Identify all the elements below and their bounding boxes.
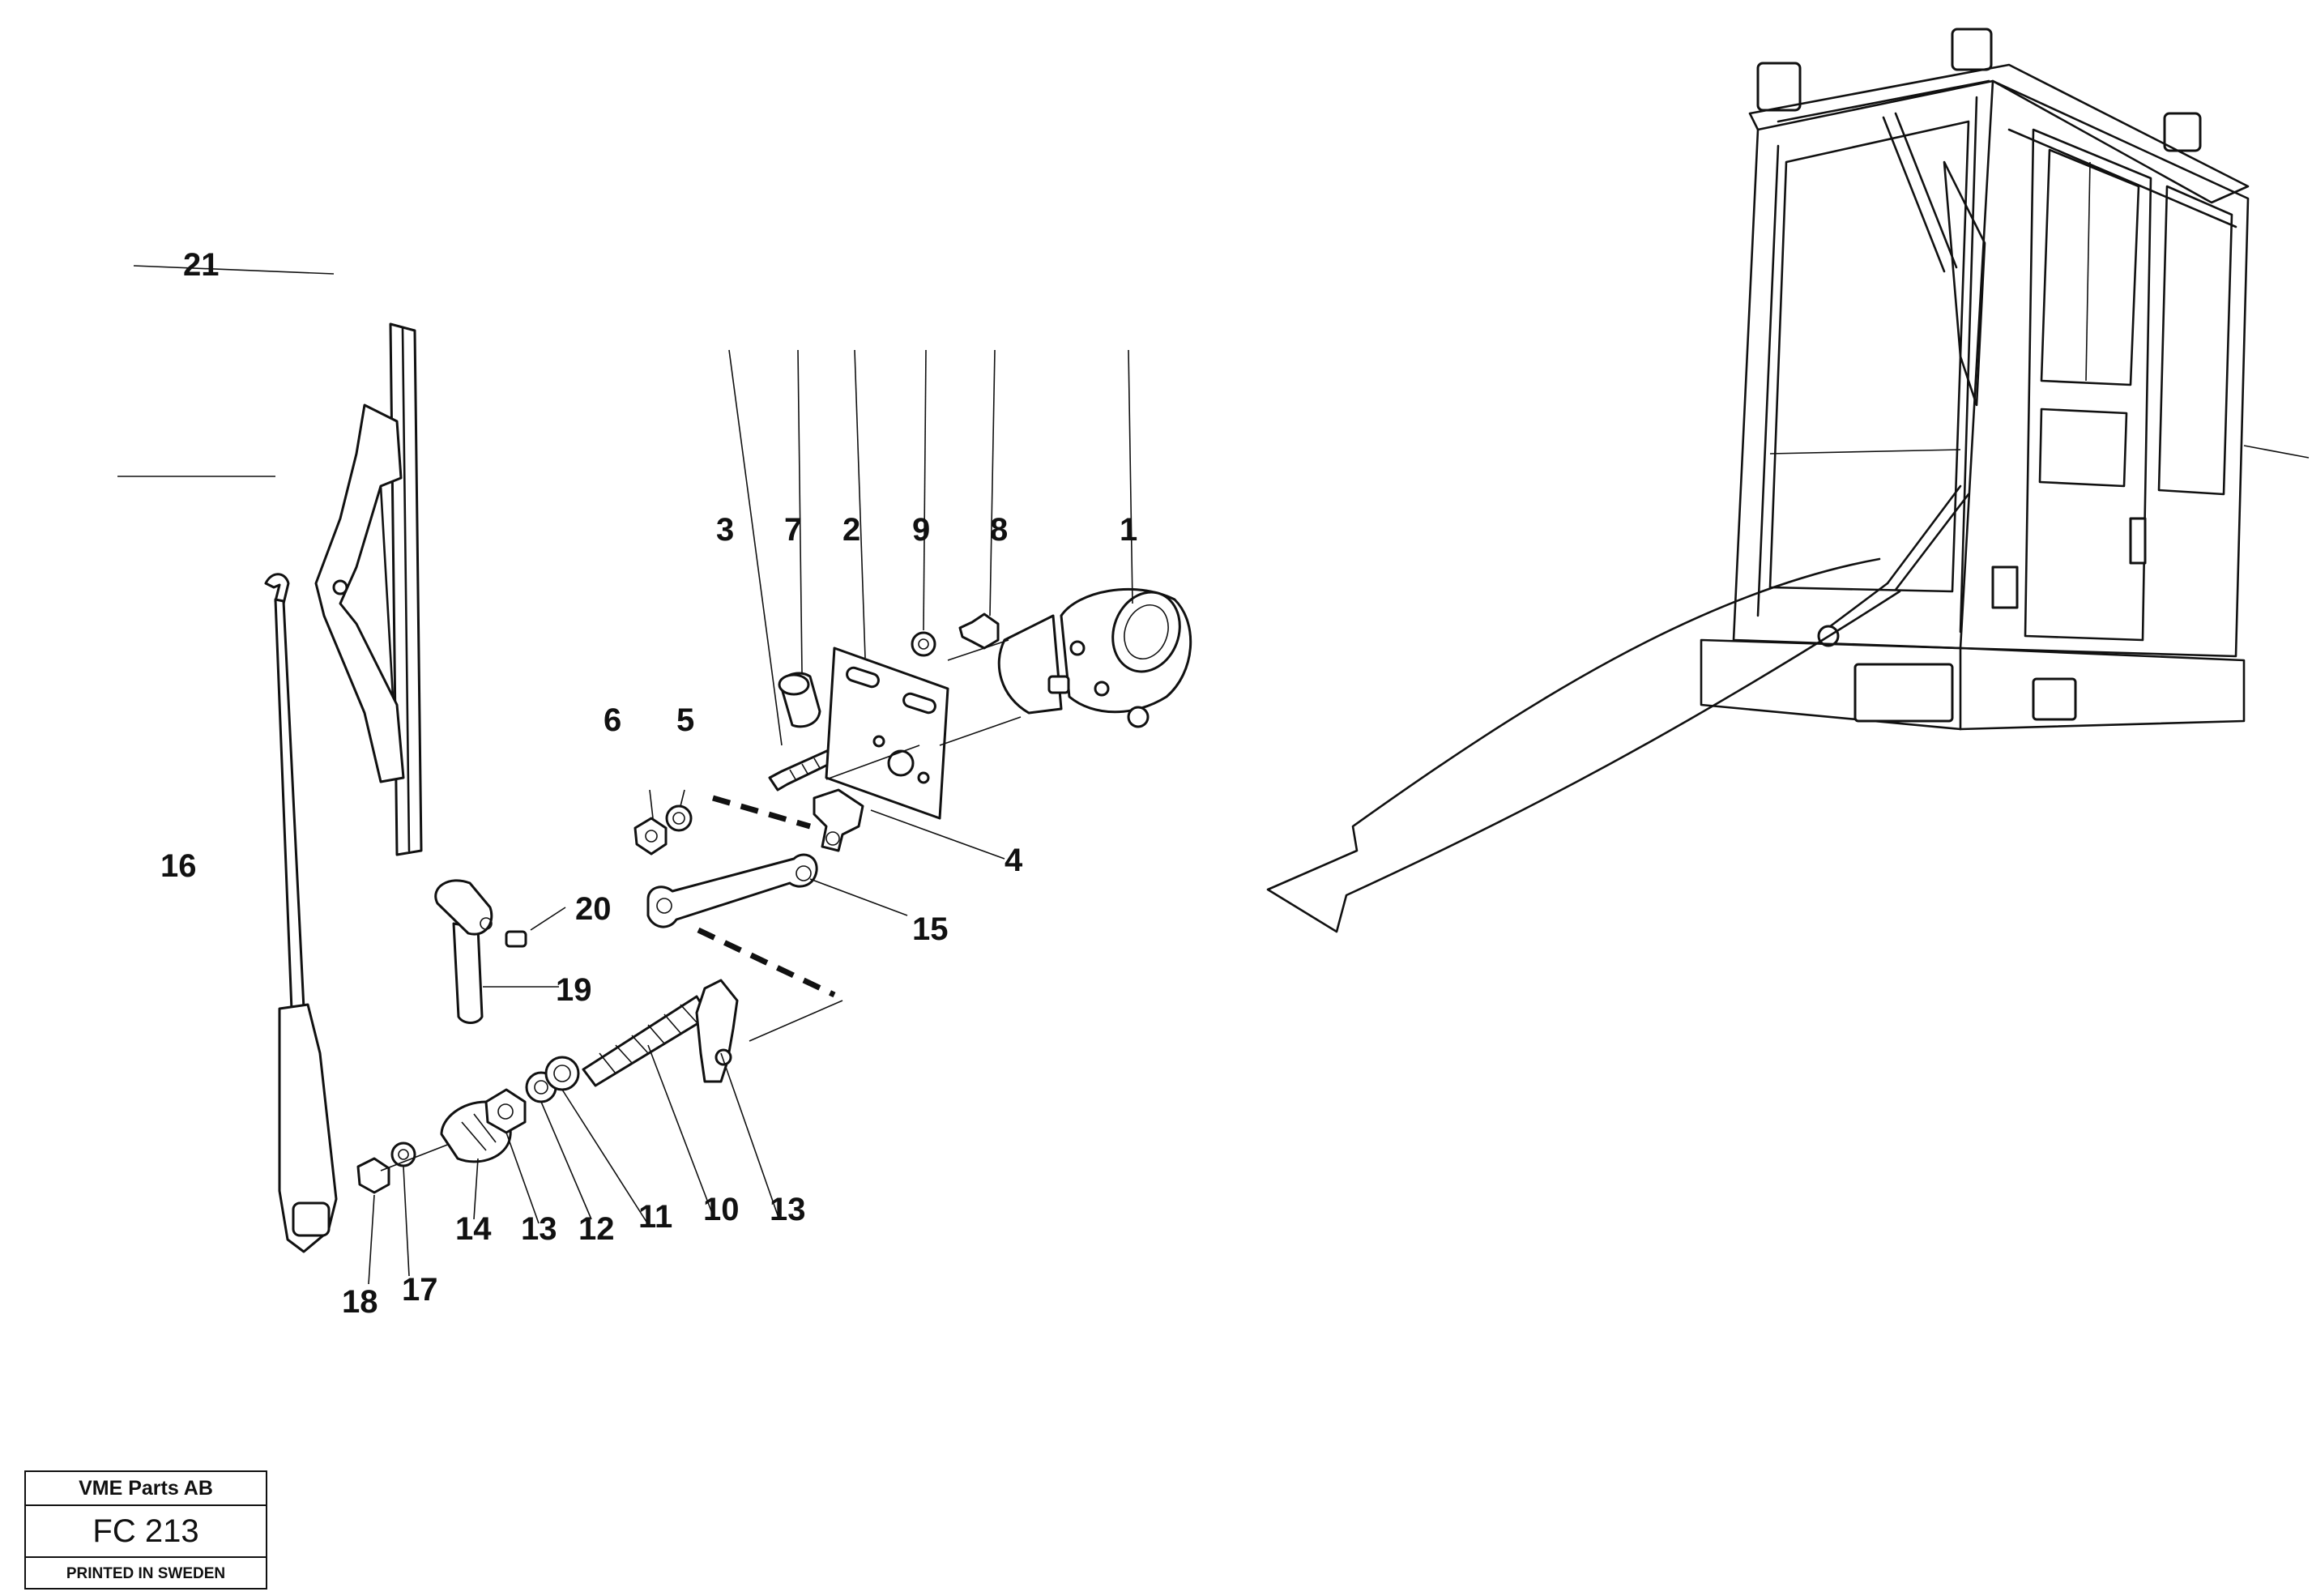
title-block: VME Parts AB FC 213 PRINTED IN SWEDEN: [24, 1470, 267, 1590]
sleeve-19: [434, 879, 493, 936]
label-3: 3: [716, 512, 734, 548]
label-14: 14: [455, 1211, 492, 1247]
label-17: 17: [402, 1272, 438, 1308]
label-5: 5: [676, 702, 694, 738]
label-1: 1: [1120, 512, 1137, 548]
washer-9: [911, 631, 936, 657]
screw-20: [505, 930, 527, 948]
washer-5: [665, 804, 693, 832]
spindle-10: [582, 995, 710, 1087]
printed-note: PRINTED IN SWEDEN: [66, 1565, 226, 1582]
label-6: 6: [604, 702, 621, 738]
label-19: 19: [556, 972, 592, 1008]
label-10: 10: [703, 1192, 740, 1227]
mounting-plate-2: [825, 647, 949, 820]
wiper-motor-1: [997, 587, 1192, 728]
label-8: 8: [990, 512, 1008, 548]
nut-6: [633, 817, 668, 856]
label-20: 20: [575, 891, 612, 927]
label-7: 7: [784, 512, 802, 548]
label-21: 21: [183, 247, 220, 283]
label-13-right: 13: [770, 1192, 806, 1227]
nut-18: [356, 1157, 390, 1194]
label-11: 11: [638, 1199, 672, 1235]
label-9: 9: [912, 512, 930, 548]
shaft-19: [452, 922, 484, 1024]
label-15: 15: [912, 911, 949, 947]
wiper-arm: [264, 573, 338, 1253]
screw-8: [958, 612, 1000, 650]
bolt-3: [768, 748, 836, 792]
label-12: 12: [578, 1211, 615, 1247]
detail-arrow: [1266, 557, 1901, 933]
nut-13: [484, 1088, 527, 1134]
company-name: VME Parts AB: [26, 1472, 266, 1506]
label-18: 18: [342, 1284, 378, 1320]
label-4: 4: [1005, 843, 1023, 878]
machine-cab-illustration: [1700, 28, 2310, 731]
wiper-blade: [314, 322, 423, 856]
crank-4: [813, 788, 864, 852]
label-13-left: 13: [521, 1211, 557, 1247]
label-2: 2: [842, 512, 860, 548]
label-16: 16: [160, 848, 197, 884]
lever-13: [695, 979, 739, 1083]
washer-11: [544, 1056, 580, 1091]
drawing-code: FC 213: [26, 1506, 266, 1558]
link-arm-15: [646, 853, 818, 928]
